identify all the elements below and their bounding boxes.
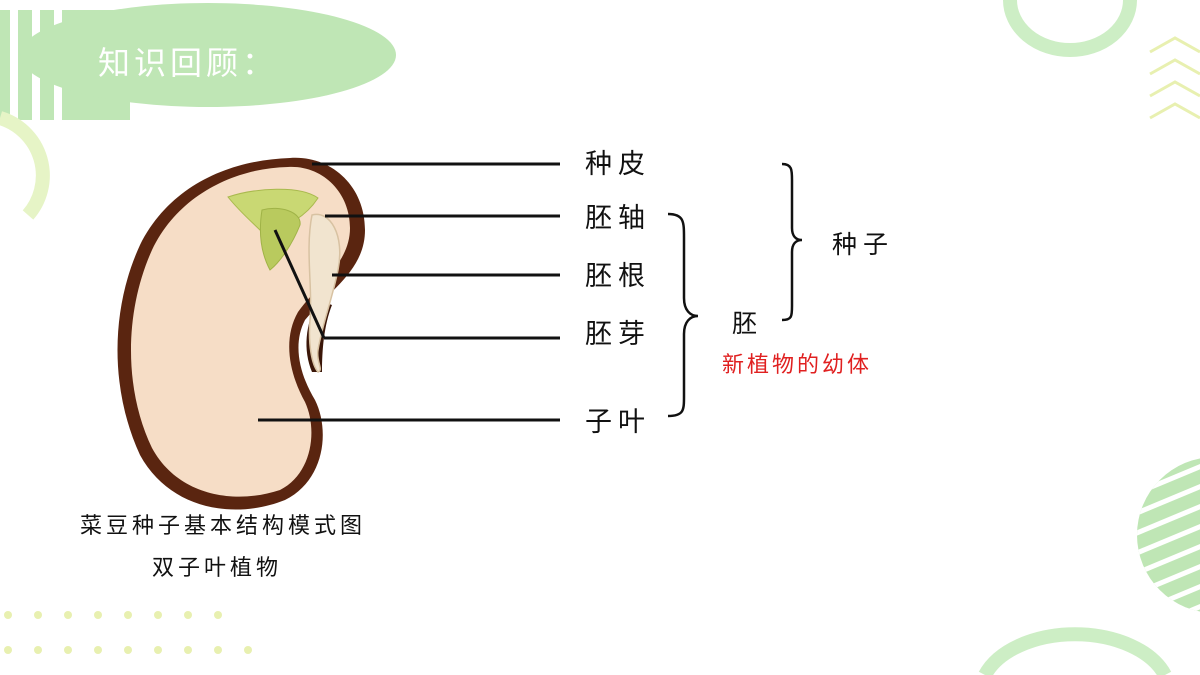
cotyledon-shape: [131, 166, 350, 497]
leader-lines: [258, 162, 560, 422]
label-radicle: 胚根: [585, 261, 651, 292]
dot-pattern: [4, 611, 252, 654]
embryo-note: 新植物的幼体: [722, 353, 873, 378]
top-right-arc: [1003, 0, 1137, 57]
embryo-brace: [667, 212, 699, 418]
label-hypocotyl: 胚轴: [585, 203, 651, 234]
label-seed: 种子: [832, 230, 895, 259]
label-embryo: 胚: [732, 309, 764, 338]
left-ring: [0, 111, 50, 220]
seed-brace: [781, 162, 803, 322]
page-title: 知识回顾：: [98, 44, 279, 82]
bottom-right-arc: [978, 627, 1172, 675]
label-seed-coat: 种皮: [585, 149, 651, 180]
label-plumule: 胚芽: [585, 319, 651, 350]
title-pill: [20, 3, 396, 107]
diagram-caption: 菜豆种子基本结构模式图: [80, 514, 367, 539]
chevron-icon-group: [1149, 36, 1200, 120]
label-cotyledon: 子叶: [585, 407, 651, 438]
radicle-shape: [308, 213, 341, 373]
diagram-subcaption: 双子叶植物: [152, 556, 283, 581]
